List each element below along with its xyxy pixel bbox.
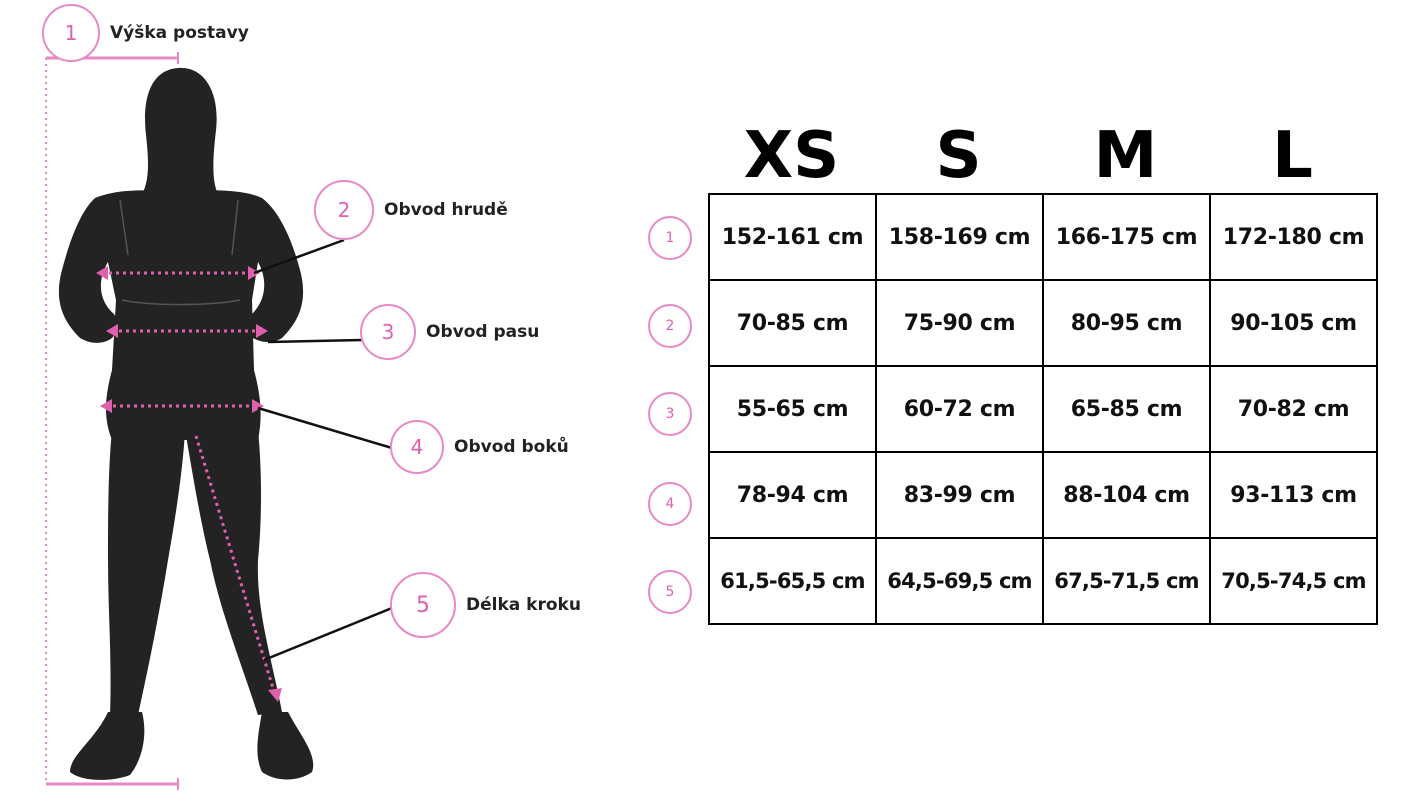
table-row: 55-65 cm 60-72 cm 65-85 cm 70-82 cm	[708, 365, 1378, 453]
table-cell: 55-65 cm	[708, 365, 877, 453]
row-number: 2	[648, 304, 692, 348]
table-cell: 70-85 cm	[708, 279, 877, 367]
table-row: 61,5-65,5 cm 64,5-69,5 cm 67,5-71,5 cm 7…	[708, 537, 1378, 625]
callout-number: 5	[390, 572, 456, 638]
size-chart-table: 152-161 cm 158-169 cm 166-175 cm 172-180…	[708, 193, 1378, 625]
callout-chest: 2 Obvod hrudě	[314, 180, 544, 240]
callout-label: Obvod hrudě	[384, 200, 508, 220]
table-cell: 172-180 cm	[1209, 193, 1378, 281]
table-row: 78-94 cm 83-99 cm 88-104 cm 93-113 cm	[708, 451, 1378, 539]
callout-hips: 4 Obvod boků	[390, 420, 620, 474]
table-cell: 60-72 cm	[875, 365, 1044, 453]
callout-number: 1	[42, 4, 100, 62]
size-header-m: M	[1093, 119, 1158, 193]
callout-label: Obvod boků	[454, 437, 569, 457]
size-header-s: S	[935, 119, 982, 193]
table-cell: 166-175 cm	[1042, 193, 1211, 281]
callout-label: Obvod pasu	[426, 322, 540, 342]
table-cell: 93-113 cm	[1209, 451, 1378, 539]
table-cell: 152-161 cm	[708, 193, 877, 281]
row-number: 1	[648, 216, 692, 260]
table-cell: 80-95 cm	[1042, 279, 1211, 367]
callout-number: 4	[390, 420, 444, 474]
table-cell: 158-169 cm	[875, 193, 1044, 281]
table-row: 70-85 cm 75-90 cm 80-95 cm 90-105 cm	[708, 279, 1378, 367]
callout-number: 2	[314, 180, 374, 240]
callout-label: Délka kroku	[466, 595, 581, 615]
size-header-xs: XS	[743, 119, 840, 193]
size-header-l: L	[1272, 119, 1313, 193]
table-cell: 83-99 cm	[875, 451, 1044, 539]
table-cell: 65-85 cm	[1042, 365, 1211, 453]
callout-inseam: 5 Délka kroku	[390, 572, 630, 638]
table-cell: 78-94 cm	[708, 451, 877, 539]
table-cell: 67,5-71,5 cm	[1042, 537, 1211, 625]
callout-number: 3	[360, 304, 416, 360]
table-cell: 70-82 cm	[1209, 365, 1378, 453]
table-cell: 64,5-69,5 cm	[875, 537, 1044, 625]
callout-height: 1 Výška postavy	[42, 4, 272, 62]
callout-label: Výška postavy	[110, 23, 249, 43]
table-cell: 61,5-65,5 cm	[708, 537, 877, 625]
callout-waist: 3 Obvod pasu	[360, 304, 590, 360]
table-cell: 88-104 cm	[1042, 451, 1211, 539]
table-row: 152-161 cm 158-169 cm 166-175 cm 172-180…	[708, 193, 1378, 281]
row-number: 4	[648, 482, 692, 526]
table-cell: 90-105 cm	[1209, 279, 1378, 367]
body-measurement-figure	[45, 52, 393, 790]
row-number: 3	[648, 392, 692, 436]
table-cell: 75-90 cm	[875, 279, 1044, 367]
row-number: 5	[648, 570, 692, 614]
table-cell: 70,5-74,5 cm	[1209, 537, 1378, 625]
measurement-arrows	[102, 271, 278, 699]
female-silhouette-icon	[58, 67, 314, 780]
